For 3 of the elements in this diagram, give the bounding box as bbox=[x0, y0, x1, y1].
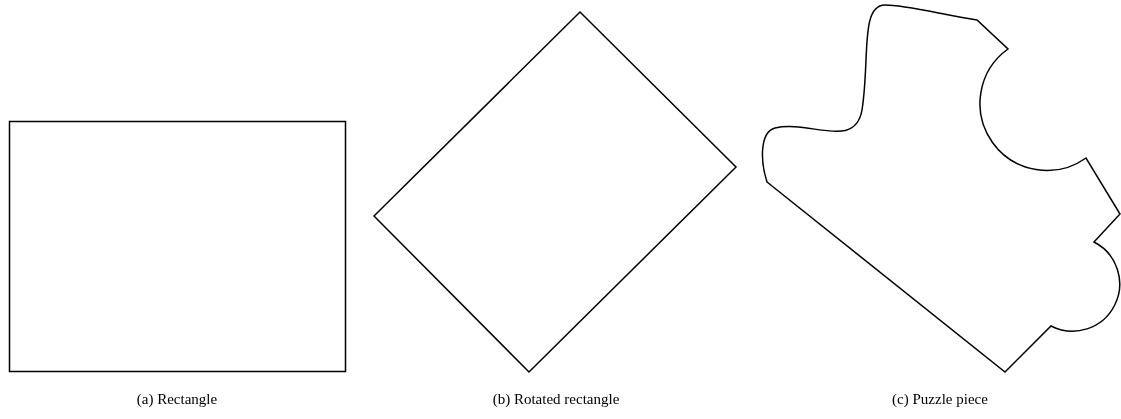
figure-caption: (a) Rectangle bbox=[136, 391, 218, 408]
figure-caption: (b) Rotated rectangle bbox=[492, 391, 620, 408]
figure-caption: (c) Puzzle piece bbox=[892, 391, 988, 408]
